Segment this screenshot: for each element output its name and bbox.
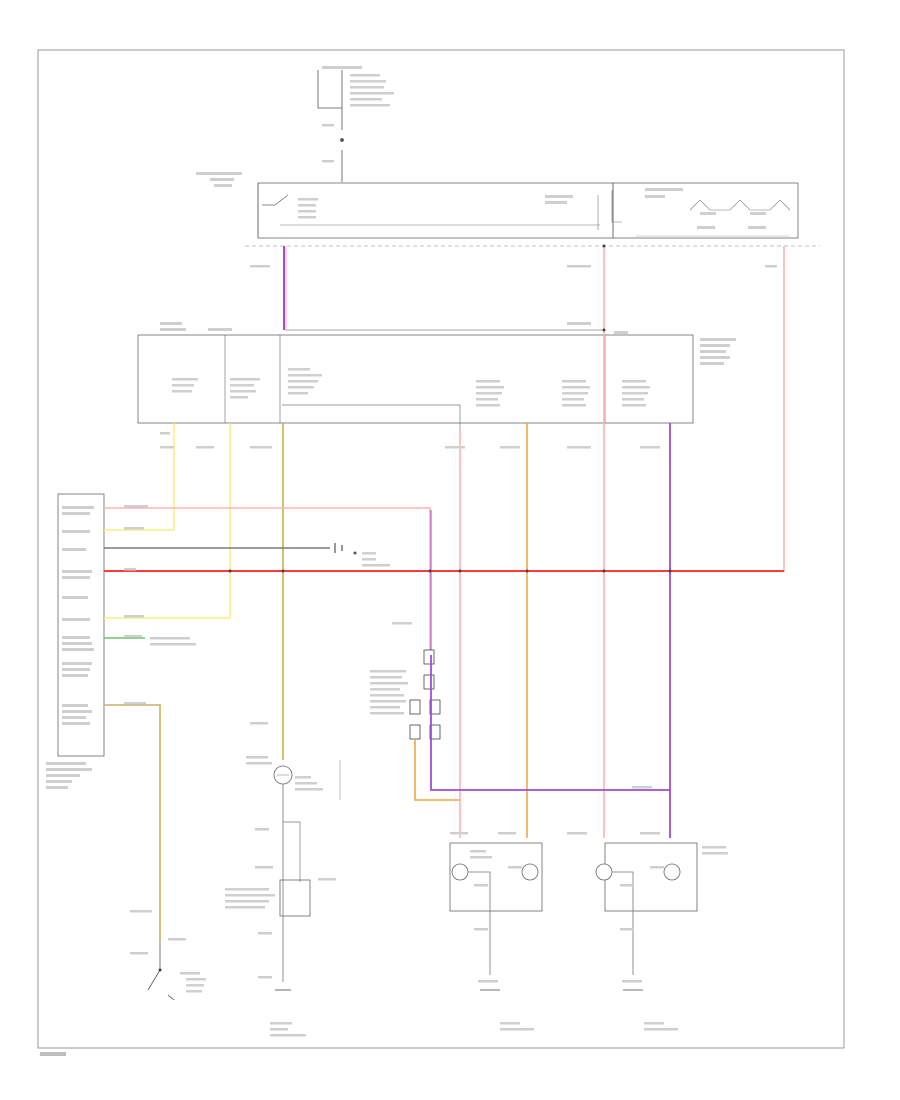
wire-tan-left bbox=[104, 704, 161, 940]
fuse-block-top bbox=[317, 70, 344, 182]
diagram-border bbox=[37, 49, 845, 1049]
splice-points bbox=[228, 244, 672, 573]
wire-green-label bbox=[150, 637, 196, 646]
connector-stack bbox=[370, 622, 670, 801]
parking-brake-switch bbox=[130, 910, 206, 1001]
switch-assembly-left bbox=[225, 821, 336, 1037]
wire-pink-h bbox=[104, 507, 432, 655]
right-headlight bbox=[567, 832, 728, 1031]
reference-code bbox=[40, 1052, 66, 1056]
left-headlight bbox=[449, 832, 543, 1031]
fuse-block-top-text bbox=[322, 66, 394, 163]
indicator-lamp bbox=[246, 722, 341, 822]
relay-module bbox=[137, 322, 736, 430]
wire-gray-h bbox=[104, 543, 390, 567]
combination-switch bbox=[196, 172, 820, 247]
drl-module bbox=[46, 493, 105, 789]
wire-purple-top bbox=[283, 246, 287, 330]
wire-tags bbox=[124, 265, 777, 705]
